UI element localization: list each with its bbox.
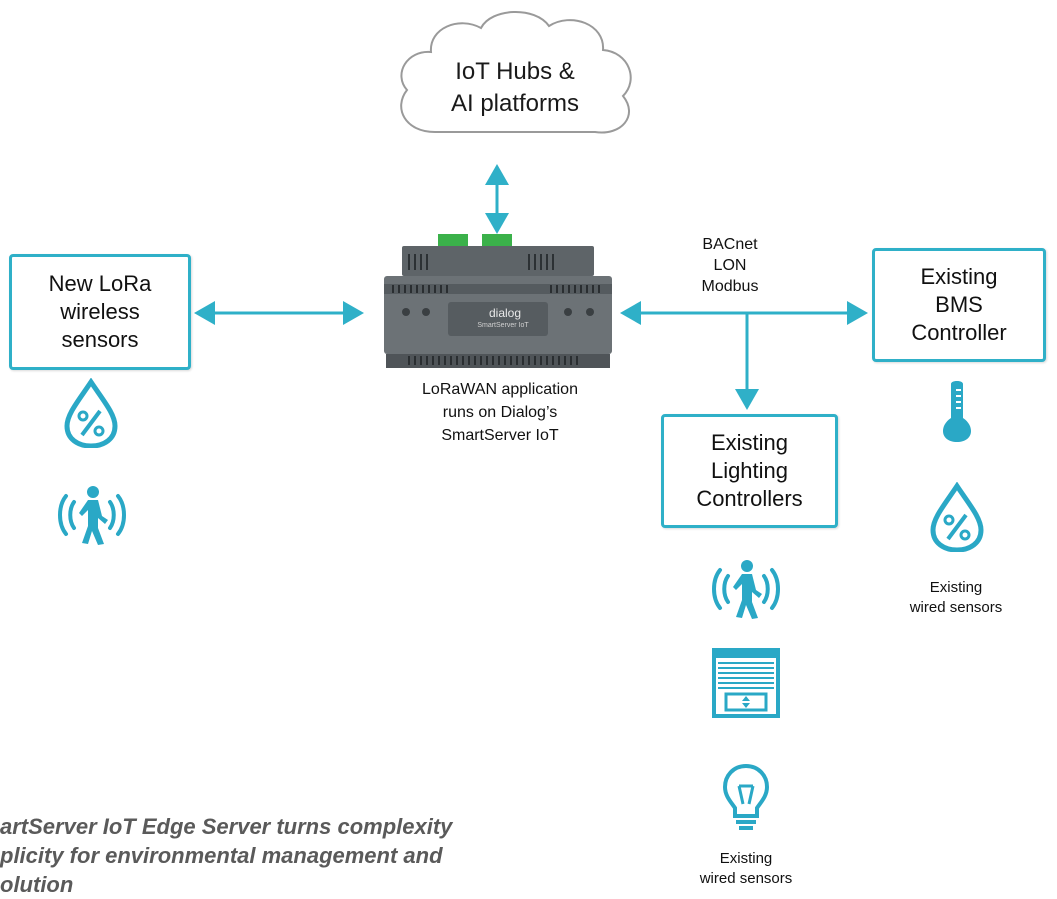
device-brand: dialog bbox=[488, 306, 522, 320]
lora-sensors-box: New LoRa wireless sensors bbox=[9, 254, 191, 370]
bms-sensors-caption: Existing wired sensors bbox=[909, 579, 1003, 616]
humidity-icon bbox=[930, 482, 984, 552]
protocol-list: BACnet LON Modbus bbox=[701, 236, 759, 295]
device-body bbox=[384, 234, 612, 368]
light-bulb-icon bbox=[722, 763, 770, 830]
bms-controller-box: Existing BMS Controller bbox=[872, 248, 1046, 362]
motion-sensor-icon bbox=[58, 486, 126, 545]
device-model: SmartServer IoT bbox=[477, 322, 529, 329]
bms-controller-label: Existing BMS Controller bbox=[911, 264, 1007, 345]
thermometer-icon bbox=[943, 381, 971, 442]
lighting-controllers-label: Existing Lighting Controllers bbox=[696, 430, 803, 511]
motion-sensor-icon bbox=[712, 560, 780, 619]
smartserver-device: dialog SmartServer IoT bbox=[378, 226, 618, 374]
lora-sensors-label: New LoRa wireless sensors bbox=[48, 271, 152, 352]
humidity-icon bbox=[64, 378, 118, 448]
device-caption: LoRaWAN application runs on Dialog’s Sma… bbox=[422, 381, 578, 444]
cloud-label: IoT Hubs & AI platforms bbox=[450, 58, 580, 117]
window-blind-icon bbox=[712, 648, 780, 718]
cloud-icon bbox=[400, 11, 632, 134]
lighting-controllers-box: Existing Lighting Controllers bbox=[661, 414, 838, 528]
bottom-caption: artServer IoT Edge Server turns complexi… bbox=[0, 814, 453, 897]
lighting-sensors-caption: Existing wired sensors bbox=[699, 850, 793, 887]
